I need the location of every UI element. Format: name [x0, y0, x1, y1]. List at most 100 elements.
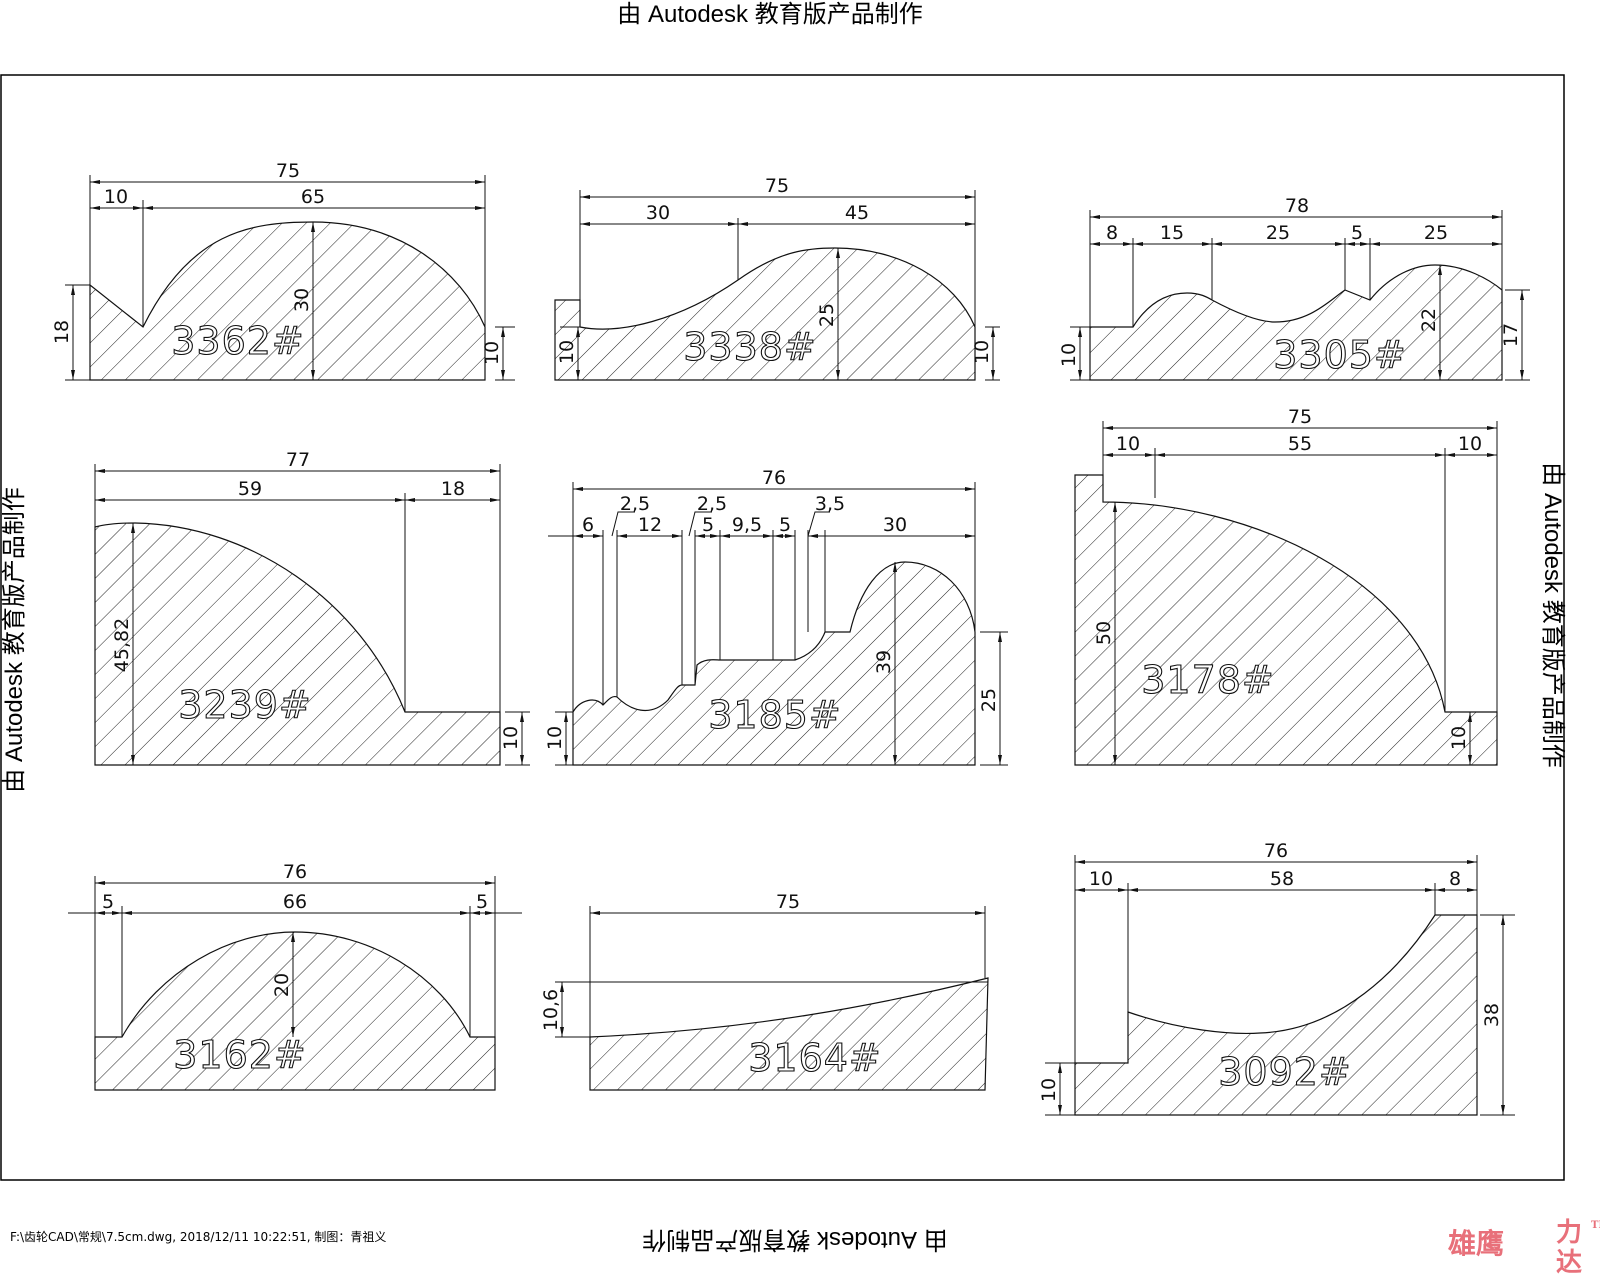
dimension-arrow — [1520, 370, 1524, 380]
dimension-arrow — [965, 534, 975, 538]
dimension-arrow — [131, 755, 135, 765]
dimension-arrow — [1487, 453, 1497, 457]
dimension-value: 59 — [238, 478, 262, 500]
dimension-arrow — [1113, 502, 1117, 512]
dimension-value: 45,82 — [111, 618, 133, 672]
dimension-arrow — [485, 911, 495, 915]
dimension-value: 25 — [1424, 222, 1448, 244]
dimension-arrow — [133, 206, 143, 210]
dimension-arrow — [1103, 453, 1113, 457]
dimension-value: 75 — [276, 160, 300, 182]
dimension-arrow — [1467, 888, 1477, 892]
profile-label-3338: 3338# — [683, 325, 817, 369]
dimension-arrow — [311, 222, 315, 232]
dimension-value: 77 — [286, 449, 310, 471]
dimension-arrow — [836, 248, 840, 258]
profile-3305-shape — [1089, 264, 1503, 381]
dimension-value: 30 — [646, 202, 670, 224]
dimension-value: 10 — [500, 726, 522, 750]
dimension-value: 5 — [702, 514, 714, 536]
dimension-arrow — [95, 881, 105, 885]
dimension-value: 10 — [1058, 343, 1080, 367]
watermark-left: 由 Autodesk 教育版产品制作 — [1, 487, 28, 792]
dimension-arrow — [1435, 453, 1445, 457]
dimension-arrow — [564, 755, 568, 765]
dimension-arrow — [1360, 242, 1370, 246]
dimension-value: 12 — [638, 514, 662, 536]
dimension-arrow — [1501, 1105, 1505, 1115]
dimension-arrow — [143, 206, 153, 210]
dimension-arrow — [1370, 242, 1380, 246]
watermark-right: 由 Autodesk 教育版产品制作 — [1539, 462, 1566, 767]
dimension-arrow — [695, 534, 705, 538]
dimension-arrow — [1090, 242, 1100, 246]
dimension-value: 75 — [765, 175, 789, 197]
dimension-arrow — [573, 534, 583, 538]
dimension-value: 20 — [271, 973, 293, 997]
profile-label-3239: 3239# — [178, 683, 312, 727]
dimension-value: 76 — [1264, 840, 1288, 862]
dimension-arrow — [1202, 242, 1212, 246]
dimension-arrow — [475, 206, 485, 210]
dimension-arrow — [1075, 860, 1085, 864]
dimension-value: 38 — [1481, 1003, 1503, 1027]
dimension-value: 15 — [1160, 222, 1184, 244]
dimension-arrow — [1468, 712, 1472, 722]
profile-label-3164: 3164# — [748, 1036, 882, 1080]
dimension-value: 10 — [104, 186, 128, 208]
dimension-arrow — [1078, 327, 1082, 337]
dimension-arrow — [710, 534, 720, 538]
profile-3164-shape — [589, 977, 989, 1091]
watermark-bottom: 由 Autodesk 教育版产品制作 — [642, 1226, 947, 1253]
dimension-arrow — [564, 712, 568, 722]
dimension-arrow — [1520, 290, 1524, 300]
dimension-arrow — [1075, 888, 1085, 892]
dimension-arrow — [1492, 215, 1502, 219]
profile-3338-shape — [554, 247, 976, 381]
dimension-arrow — [573, 487, 583, 491]
dimension-arrow — [1468, 755, 1472, 765]
dimension-arrow — [763, 534, 773, 538]
dimension-arrow — [311, 370, 315, 380]
dimension-arrow — [291, 1027, 295, 1037]
dimension-arrow — [975, 911, 985, 915]
dimension-arrow — [520, 755, 524, 765]
dimension-value: 10,6 — [540, 989, 562, 1031]
dimension-value: 10 — [1458, 433, 1482, 455]
dimension-arrow — [998, 755, 1002, 765]
dimension-arrow — [965, 195, 975, 199]
extension-lines — [65, 175, 1530, 1116]
dimension-arrow — [485, 881, 495, 885]
dimension-arrow — [1345, 242, 1355, 246]
dimension-arrow — [1128, 888, 1138, 892]
dimension-arrow — [991, 327, 995, 337]
dimension-value: 25 — [978, 688, 1000, 712]
dimension-value: 45 — [845, 202, 869, 224]
dimension-arrow — [593, 534, 603, 538]
dimension-value: 10 — [1089, 868, 1113, 890]
dimension-arrow — [1435, 888, 1445, 892]
dimension-arrow — [1492, 242, 1502, 246]
dimension-arrow — [460, 911, 470, 915]
dimension-value: 9,5 — [732, 514, 762, 536]
profile-3092-shape — [1074, 914, 1478, 1116]
dimension-arrow — [520, 712, 524, 722]
dimension-value: 10 — [971, 340, 993, 364]
profile-label-3162: 3162# — [173, 1033, 307, 1077]
dimension-value: 5 — [102, 891, 114, 913]
profile-3185-shape — [572, 561, 976, 766]
dimension-value: 10 — [481, 341, 503, 365]
dimension-arrow — [490, 498, 500, 502]
dimension-arrow — [998, 632, 1002, 642]
dimension-arrow — [1058, 1063, 1062, 1073]
dimension-value: 25 — [1266, 222, 1290, 244]
dimension-arrow — [395, 498, 405, 502]
profile-3162-shape — [94, 931, 496, 1091]
dimension-value: 76 — [762, 467, 786, 489]
dimension-arrow — [501, 370, 505, 380]
dimension-arrow — [738, 222, 748, 226]
dimension-arrow — [576, 327, 580, 337]
dimension-value: 6 — [582, 514, 594, 536]
file-path-footer: F:\齿轮CAD\常规\7.5cm.dwg, 2018/12/11 10:22:… — [10, 1230, 387, 1244]
profile-3239-shape — [94, 522, 501, 766]
